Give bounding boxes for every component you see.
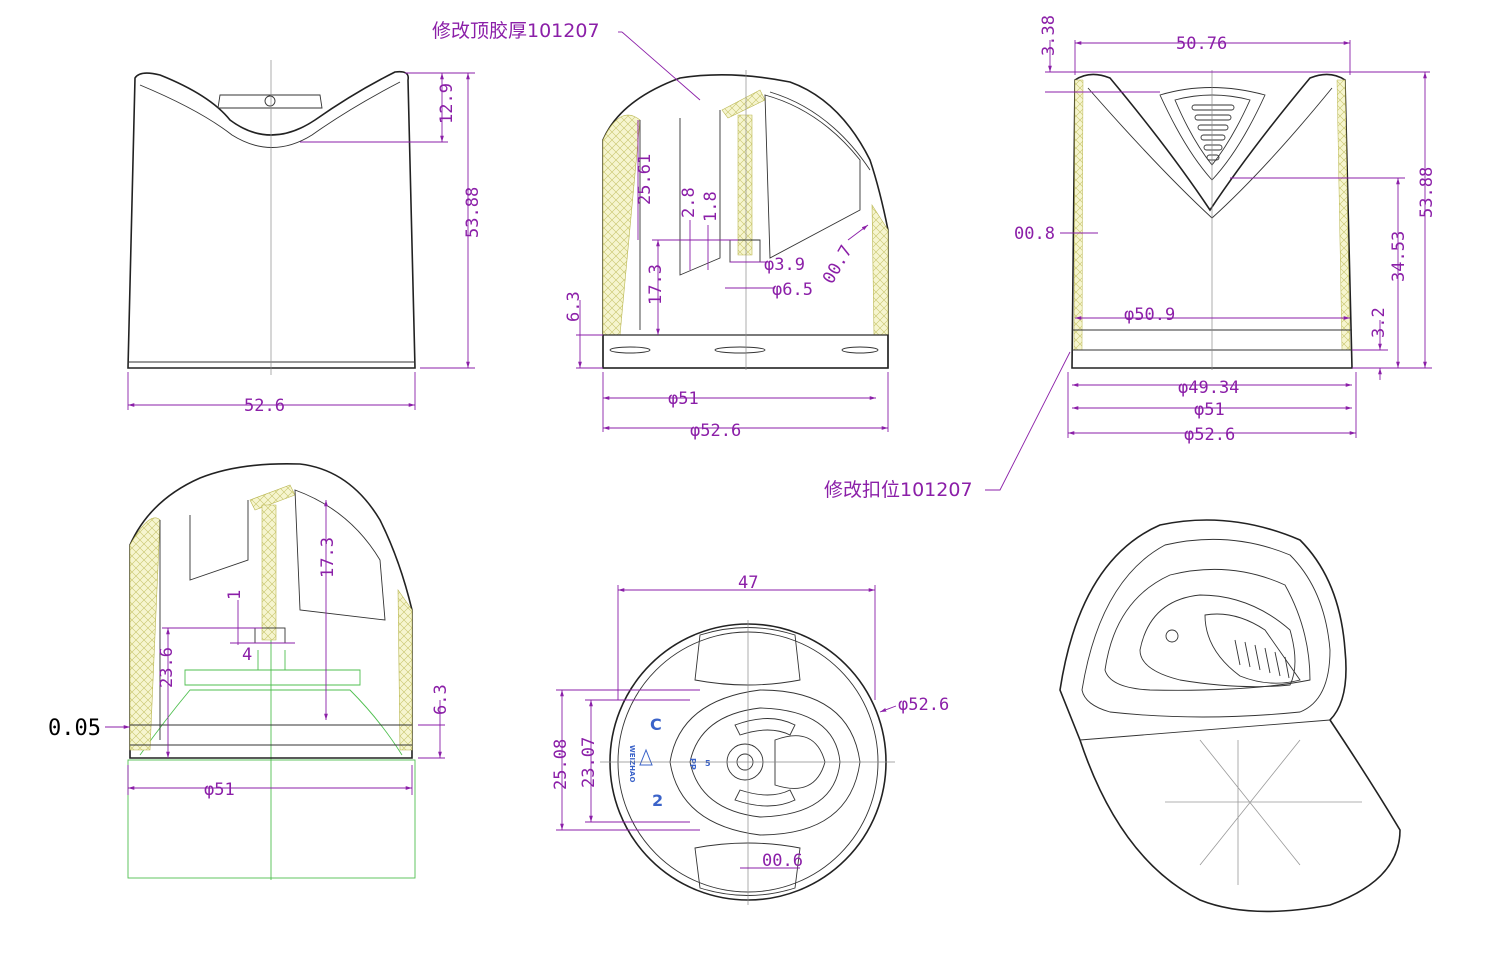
top-2307-dim: 23.07	[579, 737, 599, 788]
section2-phi51-dim: φ51	[204, 780, 235, 800]
side-5388-dim: 53.88	[1417, 167, 1437, 218]
section-inner-depth-dim: 25.61	[635, 154, 655, 205]
recycle-icon	[639, 748, 653, 766]
section2-1-dim: 1	[225, 590, 245, 600]
mold-number-2: 2	[652, 791, 663, 810]
front-width-dim: 52.6	[244, 396, 285, 416]
recycle-code: 5	[705, 759, 711, 768]
section-phi65-dim: φ6.5	[772, 280, 813, 300]
section-phi39-dim: φ3.9	[764, 255, 805, 275]
top-2508-dim: 25.08	[551, 739, 571, 790]
section2-4-dim: 4	[242, 645, 252, 665]
side-top-width-dim: 50.76	[1176, 34, 1227, 54]
top-47-dim: 47	[738, 573, 758, 593]
section-28-dim: 2.8	[679, 187, 699, 218]
section-phi526-dim: φ52.6	[690, 421, 741, 441]
material-code: PP	[688, 758, 697, 770]
section-07-dim: 00.7	[819, 242, 857, 287]
side-phi51-dim: φ51	[1194, 400, 1225, 420]
side-view: 50.76 3.38 00.8 φ50.9 3.2 34.53 53.88 φ4…	[824, 15, 1437, 501]
vent-slots	[1191, 104, 1235, 161]
side-3453-dim: 34.53	[1389, 231, 1409, 282]
side-phi526-dim: φ52.6	[1184, 425, 1235, 445]
side-wall-dim: 00.8	[1014, 224, 1055, 244]
section2-63-dim: 6.3	[431, 684, 451, 715]
side-phi509-dim: φ50.9	[1124, 305, 1175, 325]
side-top-offset-dim: 3.38	[1039, 15, 1059, 56]
side-32-dim: 3.2	[1369, 307, 1389, 338]
front-view: 52.6 53.88 12.9	[127, 60, 483, 416]
section2-236-dim: 23.6	[157, 647, 177, 688]
mold-letter-c: C	[650, 715, 662, 734]
section2-173-dim: 17.3	[318, 537, 338, 578]
section-173-dim: 17.3	[646, 264, 666, 305]
brand-mark: WEIZHAO	[628, 745, 636, 782]
top-wall-change-note: 修改顶胶厚101207	[432, 20, 600, 42]
section-view: 25.61 2.8 1.8 φ3.9 φ6.5 00.7 17.3 6.3 φ5…	[432, 20, 889, 441]
side-phi4934-dim: φ49.34	[1178, 378, 1239, 398]
section-63-dim: 6.3	[564, 291, 584, 322]
front-top-depth-dim: 12.9	[437, 83, 457, 124]
section2-005-dim: 0.05	[48, 716, 101, 741]
section-18-dim: 1.8	[701, 191, 721, 222]
snap-change-note: 修改扣位101207	[824, 479, 973, 501]
front-height-dim: 53.88	[463, 187, 483, 238]
top-phi526-dim: φ52.6	[898, 695, 949, 715]
section-view-2: 17.3 1 4 23.6 6.3 0.05 φ51	[48, 462, 451, 880]
isometric-view	[1059, 519, 1401, 913]
top-view: C 2 WEIZHAO 5 PP 47 φ52.6 25.08 23.07 00…	[551, 573, 949, 905]
iso-vent-slots	[1234, 639, 1290, 679]
top-06-dim: 00.6	[762, 851, 803, 871]
section-phi51-dim: φ51	[668, 389, 699, 409]
